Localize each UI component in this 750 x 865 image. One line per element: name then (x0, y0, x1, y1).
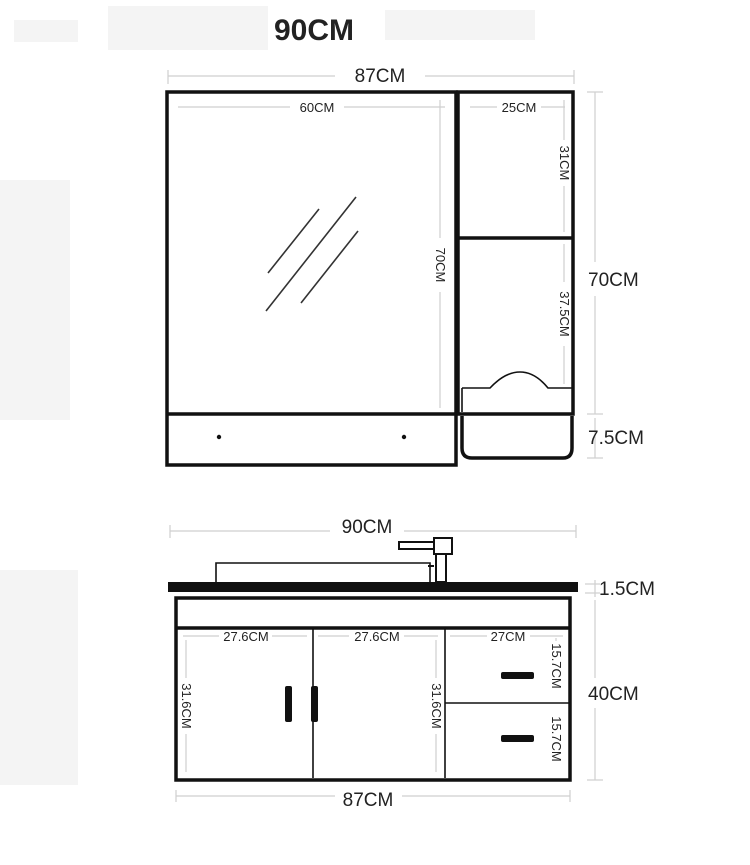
door-left-height-dimension: 31.6CM (179, 640, 194, 772)
door-right-height-dimension: 31.6CM (429, 640, 444, 772)
door-left-width-label: 27.6CM (223, 629, 269, 644)
total-height-dimension: 70CM (587, 91, 639, 415)
cabinet-body (174, 596, 572, 782)
drawer-handle-bottom (501, 735, 534, 742)
door-right-height-label: 31.6CM (429, 683, 444, 729)
cabinet-height-label: 40CM (588, 684, 639, 705)
vanity-body-width-dimension: 87CM (175, 790, 571, 811)
countertop-thickness-label: 1.5CM (599, 579, 655, 600)
mirror-height-label: 70CM (433, 248, 448, 283)
lower-shelf-height-label: 37.5CM (557, 291, 572, 337)
door-right-width-dimension: 27.6CM (318, 629, 438, 644)
drawer-bottom-height-label: 15.7CM (549, 716, 564, 762)
drawer-top-height-label: 15.7CM (549, 643, 564, 689)
vanity-overall-width-dimension: 90CM (169, 517, 577, 538)
door-handle-left (285, 686, 292, 722)
vanity: 90CM 1.5CM (168, 517, 655, 811)
shelf-bottom-tray (460, 416, 574, 460)
mirror-panel (165, 90, 458, 467)
door-left-height-label: 31.6CM (179, 683, 194, 729)
mirror-width-label: 60CM (300, 100, 335, 115)
countertop-thickness-dimension: 1.5CM (585, 579, 655, 600)
mirror-light-dot-right (401, 434, 407, 440)
countertop (168, 582, 578, 592)
drawer-width-dimension: 27CM (450, 629, 563, 644)
door-left-width-dimension: 27.6CM (183, 629, 307, 644)
drawer-top-height-dimension: 15.7CM (549, 638, 564, 689)
upper-shelf-height-label: 31CM (557, 146, 572, 181)
shelf-width-label: 25CM (502, 100, 537, 115)
vanity-body-width-label: 87CM (343, 790, 394, 811)
cabinet-height-dimension: 40CM (587, 600, 639, 781)
mirror-reflection-lines (265, 196, 359, 312)
bottom-height-label: 7.5CM (588, 428, 644, 449)
drawer-handle-top (501, 672, 534, 679)
shelf-unit (456, 90, 575, 416)
mirror-light-dot-left (216, 434, 222, 440)
mirror-overall-width-label: 87CM (355, 66, 406, 87)
vanity-overall-width-label: 90CM (342, 517, 393, 538)
background-blocks (0, 6, 535, 785)
shelf-cutout-curve (462, 371, 573, 389)
mirror-height-dimension: 70CM (433, 100, 448, 408)
sink-basin (215, 562, 431, 582)
mirror-cabinet: 87CM 60CM 70CM (165, 66, 644, 467)
faucet-icon (398, 537, 453, 583)
bottom-height-dimension: 7.5CM (587, 418, 644, 459)
drawer-width-label: 27CM (491, 629, 526, 644)
upper-shelf-height-dimension: 31CM (557, 100, 572, 232)
mirror-overall-width-dimension: 87CM (167, 66, 575, 87)
drawer-bottom-height-dimension: 15.7CM (549, 716, 564, 762)
mirror-width-dimension: 60CM (178, 100, 445, 115)
shelf-width-dimension: 25CM (470, 100, 565, 115)
lower-shelf-height-dimension: 37.5CM (557, 244, 572, 384)
door-handle-right (311, 686, 318, 722)
page-title: 90CM (274, 14, 354, 47)
total-height-label: 70CM (588, 270, 639, 291)
door-right-width-label: 27.6CM (354, 629, 400, 644)
